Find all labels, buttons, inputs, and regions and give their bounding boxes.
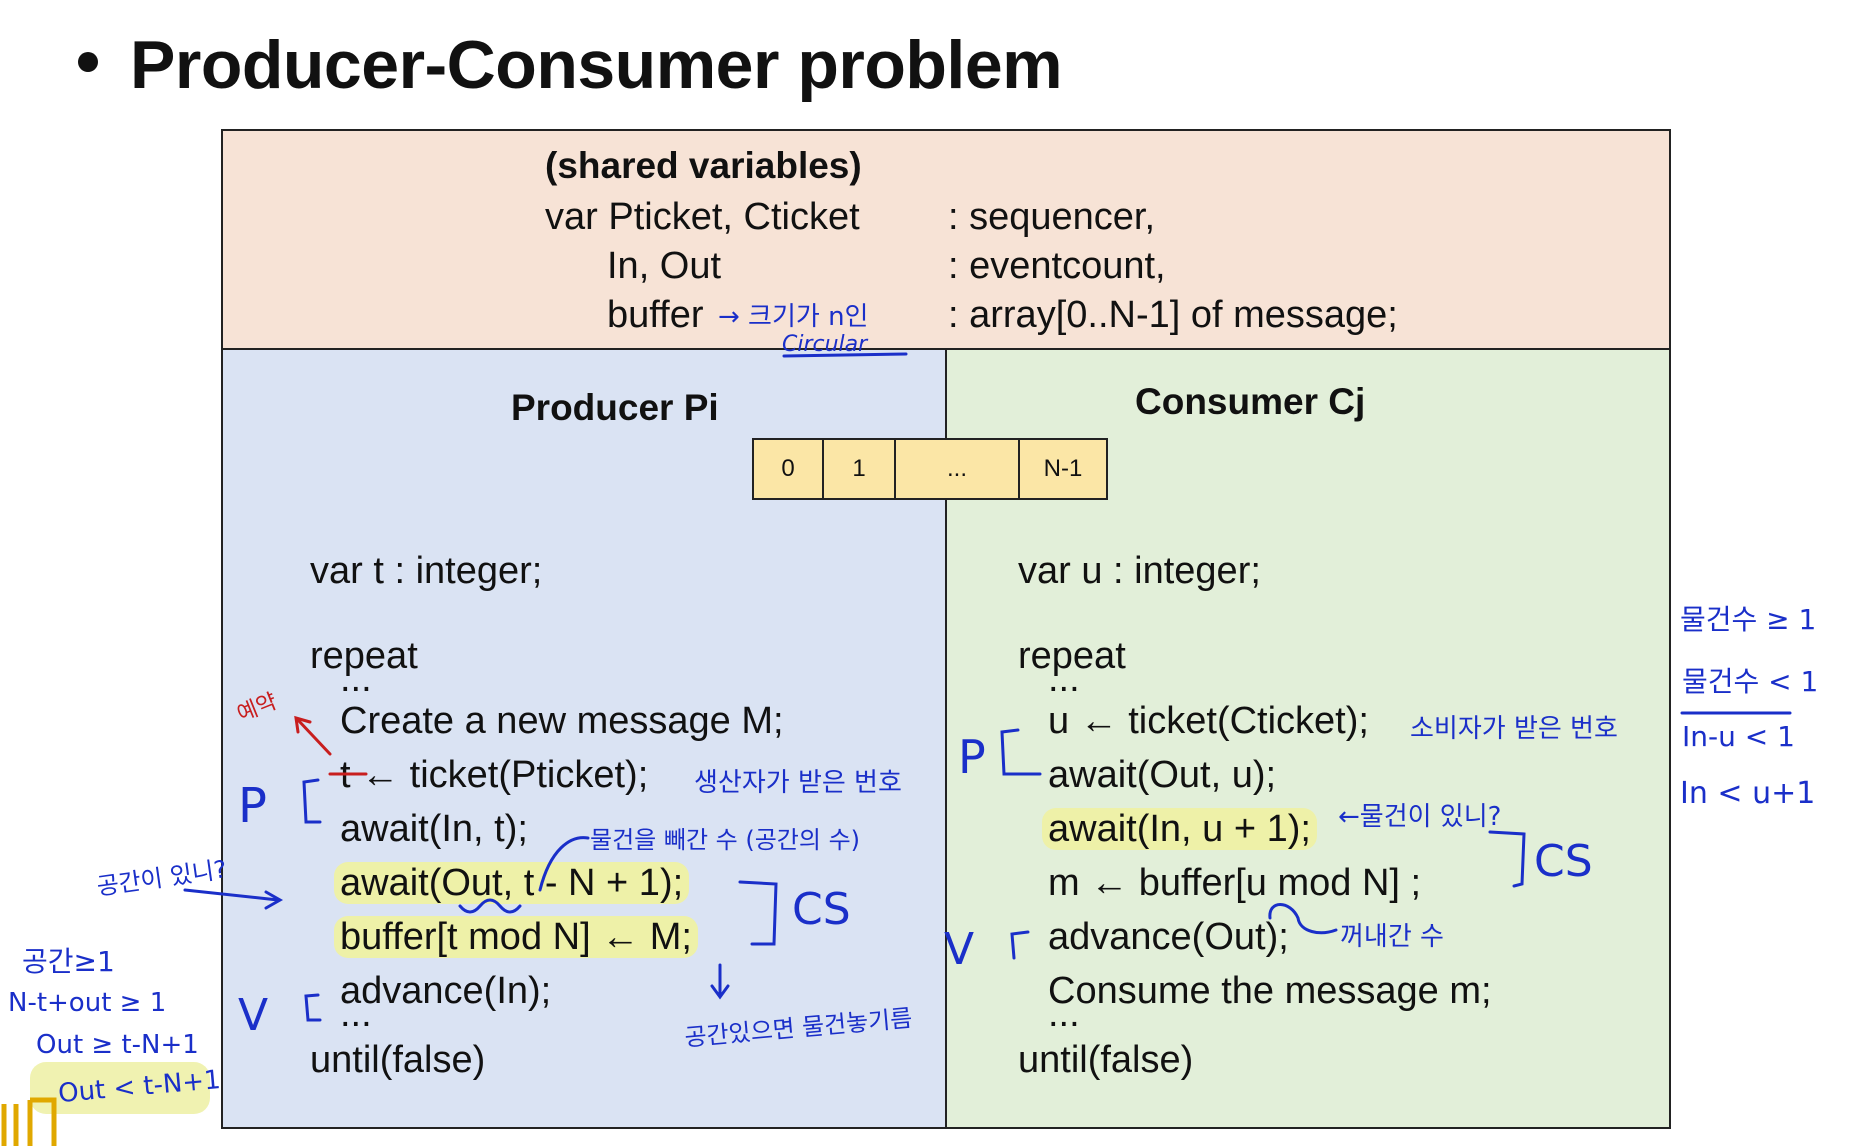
producer-heading: Producer Pi: [511, 387, 719, 428]
shared-line-left: buffer: [607, 294, 704, 336]
consumer-code-line: advance(Out);: [1048, 916, 1289, 958]
producer-code-line-highlight: await(Out, t - N + 1);: [334, 862, 690, 905]
annotation-right-note: In-u < 1: [1682, 720, 1795, 753]
producer-dots: ...: [340, 993, 372, 1035]
consumer-until: until(false): [1018, 1039, 1194, 1081]
annotation-right-note: In < u+1: [1680, 776, 1816, 811]
shared-variables-panel: [223, 131, 1669, 350]
annotation-right-note: 물건수 ≥ 1: [1680, 603, 1817, 636]
annotation-cs-mark: CS: [1534, 836, 1593, 887]
buffer-cell: 0: [754, 440, 824, 498]
producer-code-line: await(Out, t - N + 1);: [334, 862, 690, 904]
buffer-cell: 1: [824, 440, 896, 498]
producer-code-line: await(In, t);: [340, 808, 528, 850]
shared-line-left: In, Out: [607, 245, 722, 287]
consumer-code-line: Consume the message m;: [1048, 970, 1492, 1012]
shared-heading: (shared variables): [545, 145, 862, 186]
consumer-heading: Consumer Cj: [1135, 381, 1366, 422]
producer-dots: ...: [340, 658, 372, 700]
annotation-producer-ticket: 생산자가 받은 번호: [694, 768, 902, 798]
shared-line-right: : eventcount,: [948, 245, 1166, 287]
shared-line-right: : sequencer,: [948, 196, 1156, 238]
bullet-icon: [78, 52, 98, 73]
consumer-dots: ...: [1048, 658, 1080, 700]
consumer-code-line: m ← buffer[u mod N] ;: [1048, 862, 1422, 904]
annotation-item-question: ←물건이 있니?: [1338, 802, 1502, 832]
annotation-cs-mark: CS: [792, 884, 851, 935]
consumer-code-line: await(Out, u);: [1048, 754, 1277, 796]
consumer-code-line: u ← ticket(Cticket);: [1048, 700, 1369, 742]
annotation-p-mark: P: [238, 778, 267, 834]
producer-code-line-highlight: buffer[t mod N] ← M;: [334, 916, 698, 959]
annotation-buffer-size: → 크기가 n인: [718, 302, 869, 332]
producer-code-line: advance(In);: [340, 970, 552, 1012]
annotation-circular: Circular: [782, 332, 868, 357]
buffer-cell: ...: [896, 440, 1020, 498]
producer-code-line: Create a new message M;: [340, 700, 784, 742]
circular-buffer: 0 1 ... N-1: [752, 438, 1108, 500]
shared-line-left: var Pticket, Cticket: [545, 196, 860, 238]
annotation-consumer-ticket: 소비자가 받은 번호: [1410, 714, 1618, 744]
producer-until: until(false): [310, 1039, 486, 1081]
annotation-taken-count: 꺼내간 수: [1340, 922, 1444, 952]
producer-repeat: repeat: [310, 635, 418, 677]
buffer-cell: N-1: [1043, 455, 1083, 482]
consumer-code-line-highlight: await(In, u + 1);: [1042, 808, 1317, 851]
annotation-space-count: 물건을 빼간 수 (공간의 수): [590, 826, 861, 854]
annotation-v-mark: V: [944, 924, 975, 975]
producer-decl: var t : integer;: [310, 550, 543, 592]
annotation-left-note: 공간≥1: [22, 945, 115, 978]
producer-code-line: buffer[t mod N] ← M;: [334, 916, 698, 958]
page-title: Producer-Consumer problem: [78, 26, 1063, 104]
consumer-decl: var u : integer;: [1018, 550, 1261, 592]
annotation-p-mark: P: [958, 730, 986, 784]
annotation-v-mark: V: [238, 990, 269, 1041]
annotation-left-note: N-t+out ≥ 1: [8, 988, 167, 1018]
consumer-dots: ...: [1048, 993, 1080, 1035]
annotation-left-note: Out ≥ t-N+1: [36, 1030, 199, 1060]
shared-line-right: : array[0..N-1] of message;: [948, 294, 1398, 336]
consumer-code-line: await(In, u + 1);: [1042, 808, 1317, 850]
annotation-right-note: 물건수 < 1: [1682, 665, 1819, 698]
page-title-text: Producer-Consumer problem: [130, 27, 1063, 103]
consumer-repeat: repeat: [1018, 635, 1126, 677]
producer-code-line: t ← ticket(Pticket);: [340, 754, 649, 796]
